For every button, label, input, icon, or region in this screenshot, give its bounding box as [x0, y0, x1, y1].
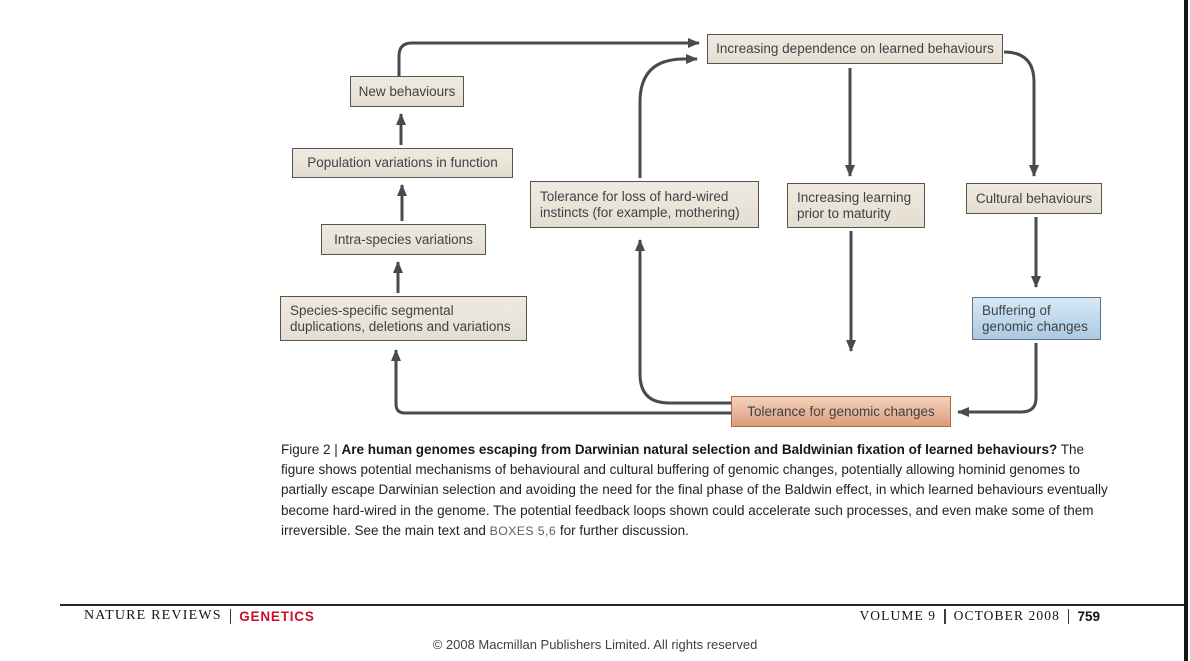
footer-separator: [1067, 608, 1070, 624]
box-increasing-learning: Increasing learning prior to maturity: [787, 183, 925, 228]
issue-date: OCTOBER 2008: [953, 608, 1060, 623]
arrow-tolerancegenomic-to-species: [391, 349, 731, 415]
box-label-line1: Buffering of: [982, 302, 1051, 318]
footer-journal-group: NATURE REVIEWS GENETICS: [84, 608, 315, 624]
box-label: Increasing dependence on learned behavio…: [716, 41, 994, 56]
box-increasing-dependence: Increasing dependence on learned behavio…: [707, 34, 1003, 64]
page-number: 759: [1077, 608, 1100, 624]
box-tolerance-loss-instincts: Tolerance for loss of hard-wired instinc…: [530, 181, 759, 228]
box-tolerance-genomic-changes: Tolerance for genomic changes: [731, 396, 951, 427]
box-label: Cultural behaviours: [975, 190, 1093, 206]
figure-caption-label: Figure 2 |: [281, 442, 342, 457]
volume-label: VOLUME 9: [859, 608, 937, 623]
figure-caption: Figure 2 | Are human genomes escaping fr…: [281, 440, 1109, 541]
box-label-line1: Tolerance for loss of hard-wired: [540, 188, 729, 204]
journal-section: GENETICS: [239, 608, 315, 624]
box-label: Population variations in function: [307, 155, 498, 170]
figure-caption-body: The figure shows potential mechanisms of…: [281, 442, 1108, 538]
figure-caption-body-end: for further discussion.: [556, 522, 689, 538]
arrow-tolerancegenomic-to-toleranceloss: [635, 239, 731, 405]
box-cultural-behaviours: Cultural behaviours: [966, 183, 1102, 214]
box-new-behaviours: New behaviours: [350, 76, 464, 107]
box-label-line2: genomic changes: [982, 318, 1088, 334]
journal-name: NATURE REVIEWS: [84, 608, 222, 623]
copyright-notice: © 2008 Macmillan Publishers Limited. All…: [432, 637, 758, 652]
arrow-new-to-dependence: [397, 38, 700, 77]
footer-separator: [944, 608, 946, 624]
figure-caption-boxes-ref: BOXES 5,6: [489, 523, 557, 538]
footer-rule: [60, 604, 1184, 606]
box-label-line2: duplications, deletions and variations: [290, 318, 511, 334]
box-label: Intra-species variations: [334, 231, 473, 247]
box-intra-species-variations: Intra-species variations: [321, 224, 486, 255]
box-buffering-genomic-changes: Buffering of genomic changes: [972, 297, 1101, 340]
arrow-buffering-to-tolerancegenomic: [957, 343, 1038, 417]
box-label-line1: Species-specific segmental: [290, 302, 454, 318]
figure-caption-title: Are human genomes escaping from Darwinia…: [341, 442, 1058, 457]
page-right-edge: [1184, 0, 1188, 661]
box-label: Tolerance for genomic changes: [747, 403, 935, 419]
footer-issue-group: VOLUME 9 OCTOBER 2008 759: [859, 608, 1100, 624]
arrow-toleranceloss-to-dependence: [638, 54, 698, 178]
box-label-line2: prior to maturity: [797, 205, 891, 221]
box-population-variations: Population variations in function: [292, 148, 513, 178]
box-label-line1: Increasing learning: [797, 189, 912, 205]
arrow-dependence-to-cultural: [1003, 50, 1039, 177]
box-species-specific: Species-specific segmental duplications,…: [280, 296, 527, 341]
box-label-line2: instincts (for example, mothering): [540, 204, 740, 220]
box-label: New behaviours: [358, 83, 456, 99]
footer-separator: [229, 608, 232, 624]
